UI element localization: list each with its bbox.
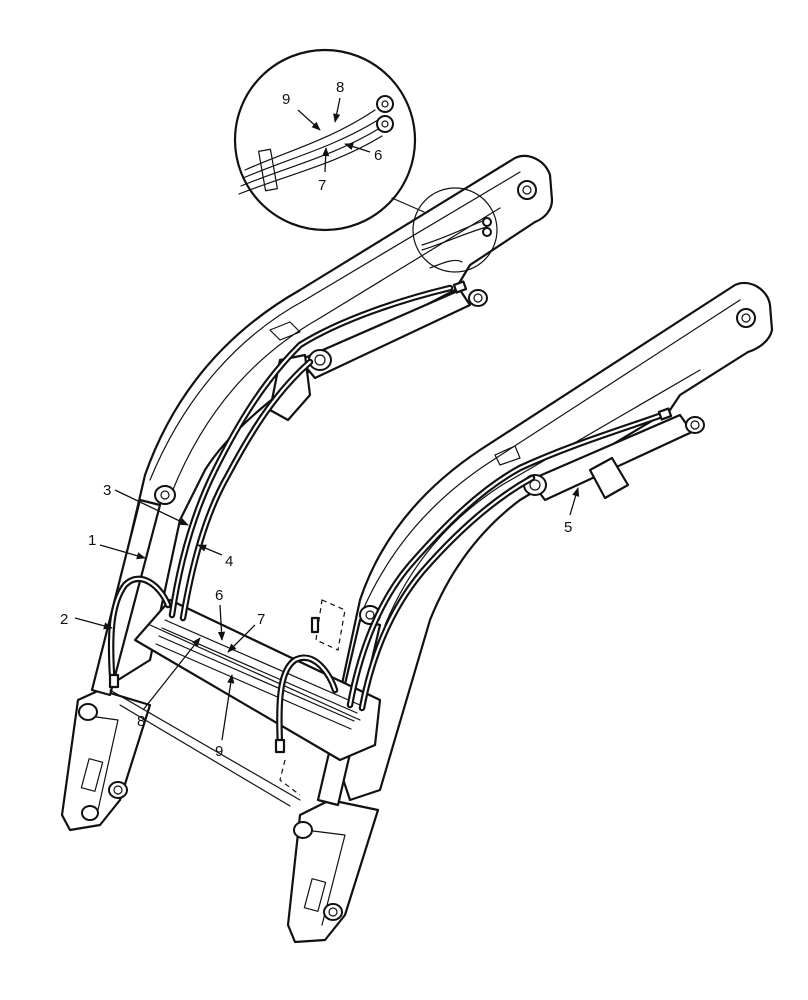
callout-1: 1 (88, 532, 96, 549)
detail-view (233, 48, 498, 273)
detail-circle (233, 48, 417, 232)
leaders (74, 97, 580, 741)
detail-reference-circle (412, 187, 498, 273)
callout-4: 4 (225, 553, 233, 570)
right-small-cylinder (588, 456, 630, 500)
callout-3: 3 (103, 482, 111, 499)
callout-8: 8 (137, 713, 145, 730)
right-loader-arm (286, 281, 774, 944)
callout-2: 2 (60, 611, 68, 628)
callout-9: 9 (215, 743, 223, 760)
hose-bundle (107, 280, 673, 754)
left-upright-leg (60, 688, 152, 832)
detail-callout-9: 9 (282, 91, 290, 108)
detail-callout-7: 7 (318, 177, 326, 194)
left-bucket-cylinder (298, 288, 472, 380)
detail-callout-6: 6 (374, 147, 382, 164)
right-arm-body (328, 281, 774, 802)
callout-labels: 9 8 6 7 3 1 4 2 5 6 7 8 9 (60, 79, 572, 760)
callout-5: 5 (564, 519, 572, 536)
callout-6: 6 (215, 587, 223, 604)
callout-7: 7 (257, 611, 265, 628)
detail-callout-8: 8 (336, 79, 344, 96)
